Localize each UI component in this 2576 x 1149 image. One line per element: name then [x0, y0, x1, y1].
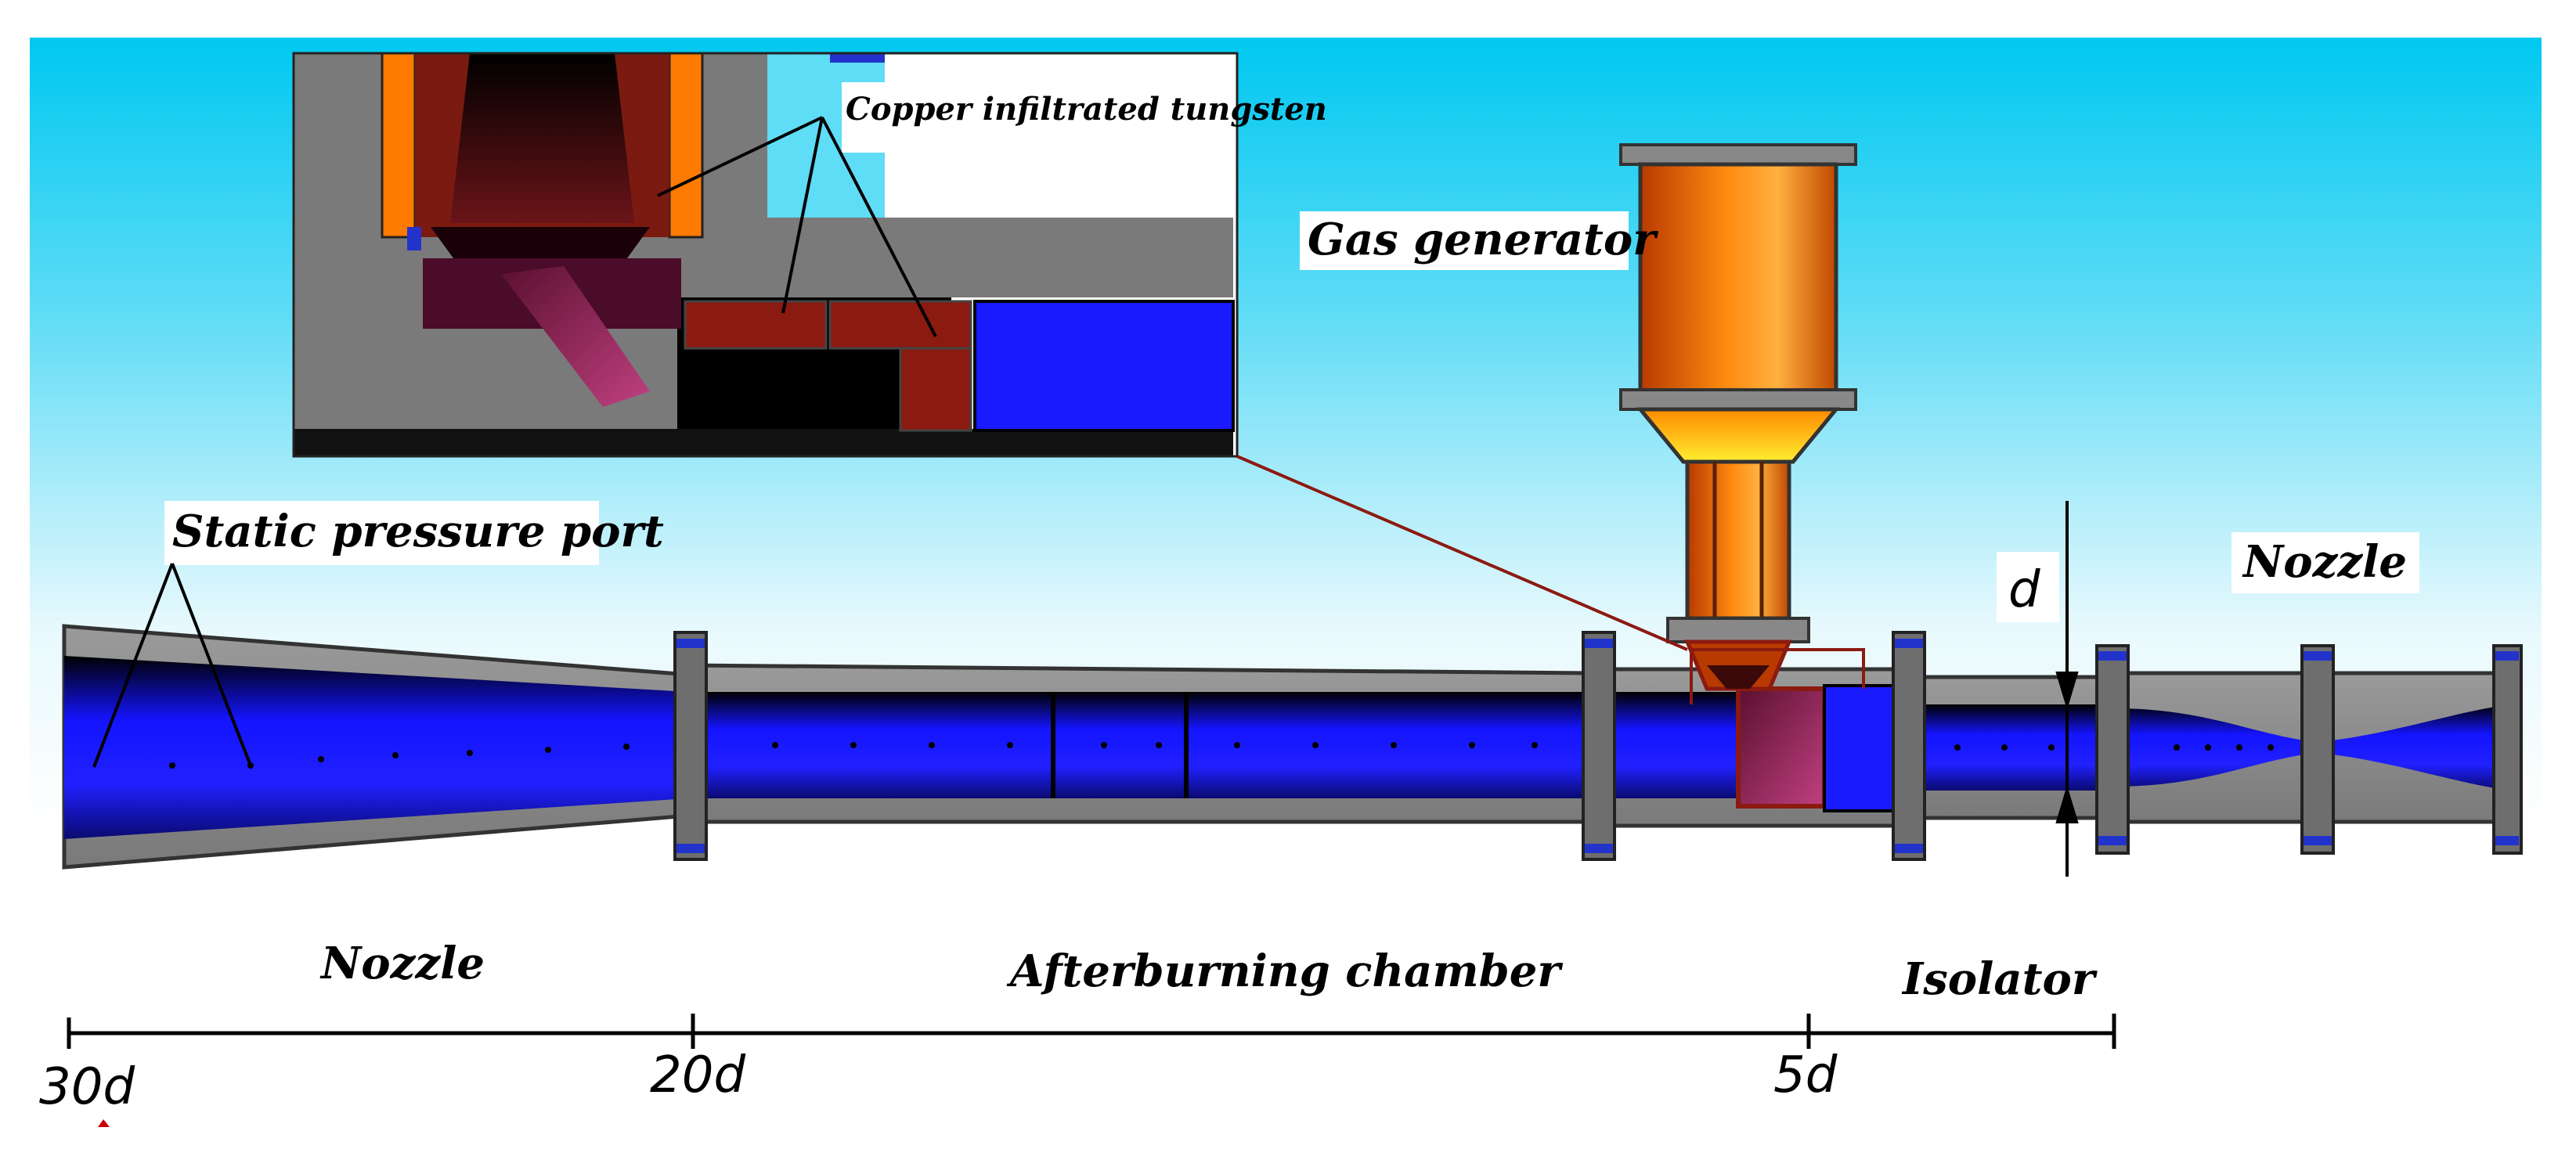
label-isolator: Isolator [1901, 953, 2098, 1005]
label-nozzle-inlet: Nozzle [319, 938, 485, 989]
label-copper-tungsten: Copper infiltrated tungsten [846, 91, 1327, 128]
gas-generator [1619, 143, 1857, 691]
scale-tick-5d: 5d [1773, 1046, 1838, 1104]
left-nozzle-bore [64, 656, 689, 839]
injection-insert [1736, 686, 1827, 809]
inset-detail [292, 52, 1865, 704]
scale-bar [67, 1014, 2116, 1049]
afterburning-bore [689, 692, 1589, 798]
isolator-bore [1918, 704, 2114, 791]
flanges [673, 631, 2523, 861]
scale-tick-20d: 20d [650, 1046, 745, 1104]
diameter-dimension [2055, 501, 2079, 877]
label-static-port: Static pressure port [172, 506, 664, 557]
inset-bore-blue [973, 300, 1235, 432]
flange-bolts [676, 639, 2519, 853]
label-afterburning: Afterburning chamber [1006, 945, 1563, 997]
scale-tick-30d: 30d [39, 1058, 135, 1116]
label-gas-generator: Gas generator [1308, 214, 1658, 265]
pressure-port-dots [169, 742, 2274, 769]
copper-tungsten-block-1 [684, 300, 828, 350]
copper-tungsten-block-2 [828, 300, 972, 350]
label-nozzle-exit: Nozzle [2242, 536, 2407, 588]
engine-duct [62, 624, 2523, 870]
label-diameter: d [2008, 561, 2040, 619]
